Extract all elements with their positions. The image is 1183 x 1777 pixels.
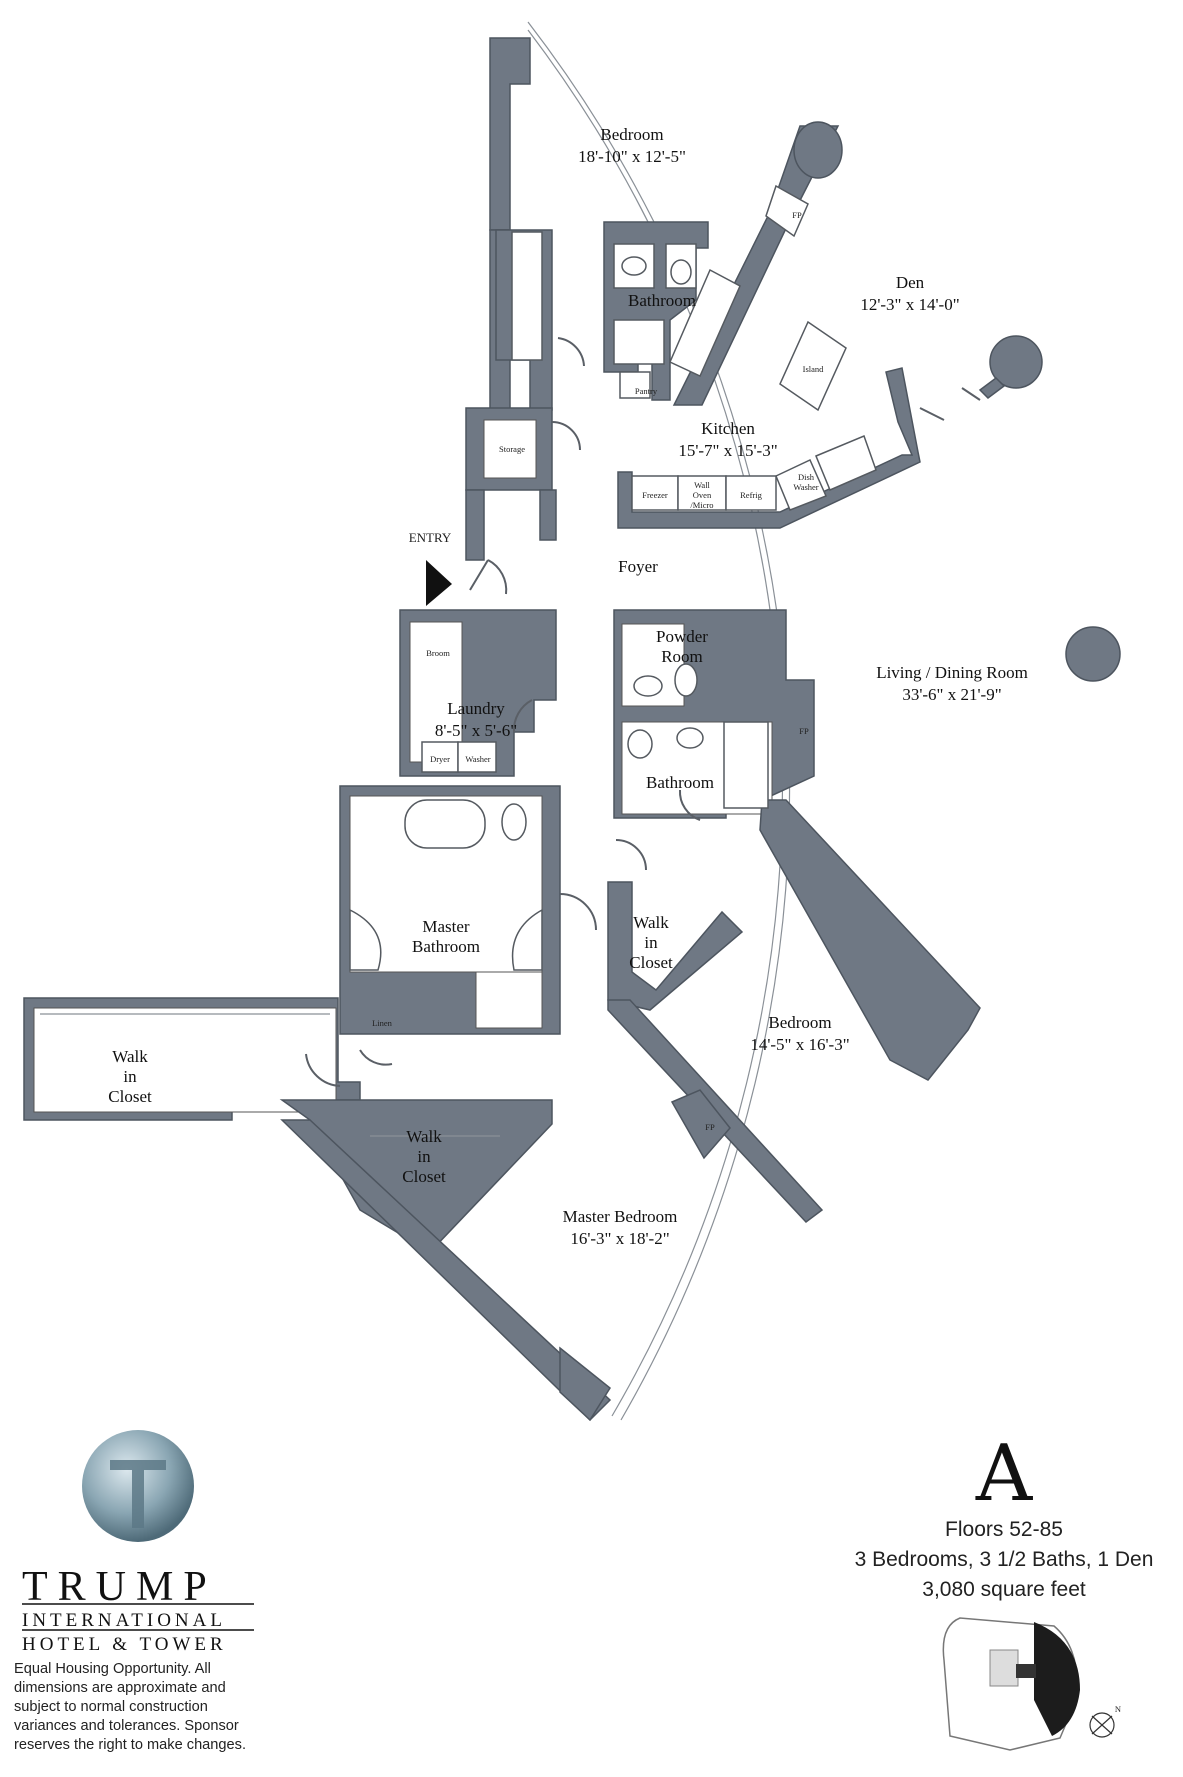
trump-logo: TRUMP INTERNATIONAL HOTEL & TOWER xyxy=(22,1430,254,1655)
room-closet2-line1: Walk xyxy=(112,1047,148,1066)
logo-line2: INTERNATIONAL xyxy=(22,1610,226,1631)
room-master-bedroom-name: Master Bedroom xyxy=(563,1207,678,1226)
entry-label: ENTRY xyxy=(409,530,452,545)
room-closet3-line1: Walk xyxy=(406,1127,442,1146)
room-bedroom-north-dims: 18'-10" x 12'-5" xyxy=(578,147,686,166)
room-closet1-line2: in xyxy=(644,933,658,952)
room-bathroom-north-name: Bathroom xyxy=(628,291,696,310)
logo-name: TRUMP xyxy=(22,1564,217,1610)
label-refrig: Refrig xyxy=(740,490,762,500)
label-fp-den: FP xyxy=(792,210,802,220)
label-freezer: Freezer xyxy=(642,490,668,500)
walls xyxy=(23,37,1121,1422)
room-master-bath-line2: Bathroom xyxy=(412,937,480,956)
room-den-name: Den xyxy=(896,273,925,292)
label-wall-oven-1: Wall xyxy=(694,480,710,490)
compass-icon: N xyxy=(1089,1704,1121,1738)
disclaimer-text: Equal Housing Opportunity. All dimension… xyxy=(14,1661,246,1753)
room-bedroom-north-name: Bedroom xyxy=(600,125,663,144)
label-storage: Storage xyxy=(499,444,525,454)
label-wall-oven-3: /Micro xyxy=(690,500,713,510)
unit-area: 3,080 square feet xyxy=(922,1578,1086,1601)
key-plan xyxy=(942,1617,1080,1751)
label-dish-2: Washer xyxy=(793,482,818,492)
unit-info: A Floors 52-85 3 Bedrooms, 3 1/2 Baths, … xyxy=(855,1429,1154,1601)
room-powder-line1: Powder xyxy=(656,627,708,646)
label-washer: Washer xyxy=(465,754,490,764)
room-labels: Bedroom 18'-10" x 12'-5" Den 12'-3" x 14… xyxy=(108,125,1028,1248)
unit-letter: A xyxy=(975,1429,1034,1519)
room-closet3-line3: Closet xyxy=(402,1167,446,1186)
label-pantry: Pantry xyxy=(635,386,658,396)
room-closet1-line3: Closet xyxy=(629,953,673,972)
room-master-bath-line1: Master xyxy=(422,917,470,936)
label-fp-bedroom: FP xyxy=(705,1122,715,1132)
unit-floors: Floors 52-85 xyxy=(945,1518,1063,1541)
label-dryer: Dryer xyxy=(430,754,450,764)
label-wall-oven-2: Oven xyxy=(693,490,712,500)
room-powder-line2: Room xyxy=(661,647,703,666)
room-laundry-name: Laundry xyxy=(447,699,505,718)
room-master-bedroom-dims: 16'-3" x 18'-2" xyxy=(570,1229,669,1248)
room-living-dining-name: Living / Dining Room xyxy=(876,663,1028,682)
fixtures xyxy=(40,184,877,1137)
room-closet1-line1: Walk xyxy=(633,913,669,932)
room-bathroom-mid-name: Bathroom xyxy=(646,773,714,792)
room-kitchen-dims: 15'-7" x 15'-3" xyxy=(678,441,777,460)
doors xyxy=(305,337,981,1087)
fixture-labels: FP Island Pantry Storage Freezer Wall Ov… xyxy=(372,210,824,1132)
room-bedroom-east-name: Bedroom xyxy=(768,1013,831,1032)
room-den-dims: 12'-3" x 14'-0" xyxy=(860,295,959,314)
logo-line3: HOTEL & TOWER xyxy=(22,1634,227,1655)
label-island: Island xyxy=(803,364,825,374)
room-kitchen-name: Kitchen xyxy=(701,419,755,438)
room-living-dining-dims: 33'-6" x 21'-9" xyxy=(902,685,1001,704)
label-broom: Broom xyxy=(426,648,450,658)
label-dish-1: Dish xyxy=(798,472,815,482)
room-foyer-name: Foyer xyxy=(618,557,658,576)
label-fp-living: FP xyxy=(799,726,809,736)
room-bedroom-east-dims: 14'-5" x 16'-3" xyxy=(750,1035,849,1054)
room-laundry-dims: 8'-5" x 5'-6" xyxy=(435,721,517,740)
room-closet2-line2: in xyxy=(123,1067,137,1086)
unit-rooms-summary: 3 Bedrooms, 3 1/2 Baths, 1 Den xyxy=(855,1548,1154,1571)
entry-arrow-icon xyxy=(426,560,452,606)
room-closet2-line3: Closet xyxy=(108,1087,152,1106)
room-closet3-line2: in xyxy=(417,1147,431,1166)
label-linen: Linen xyxy=(372,1018,393,1028)
compass-label: N xyxy=(1115,1704,1121,1714)
